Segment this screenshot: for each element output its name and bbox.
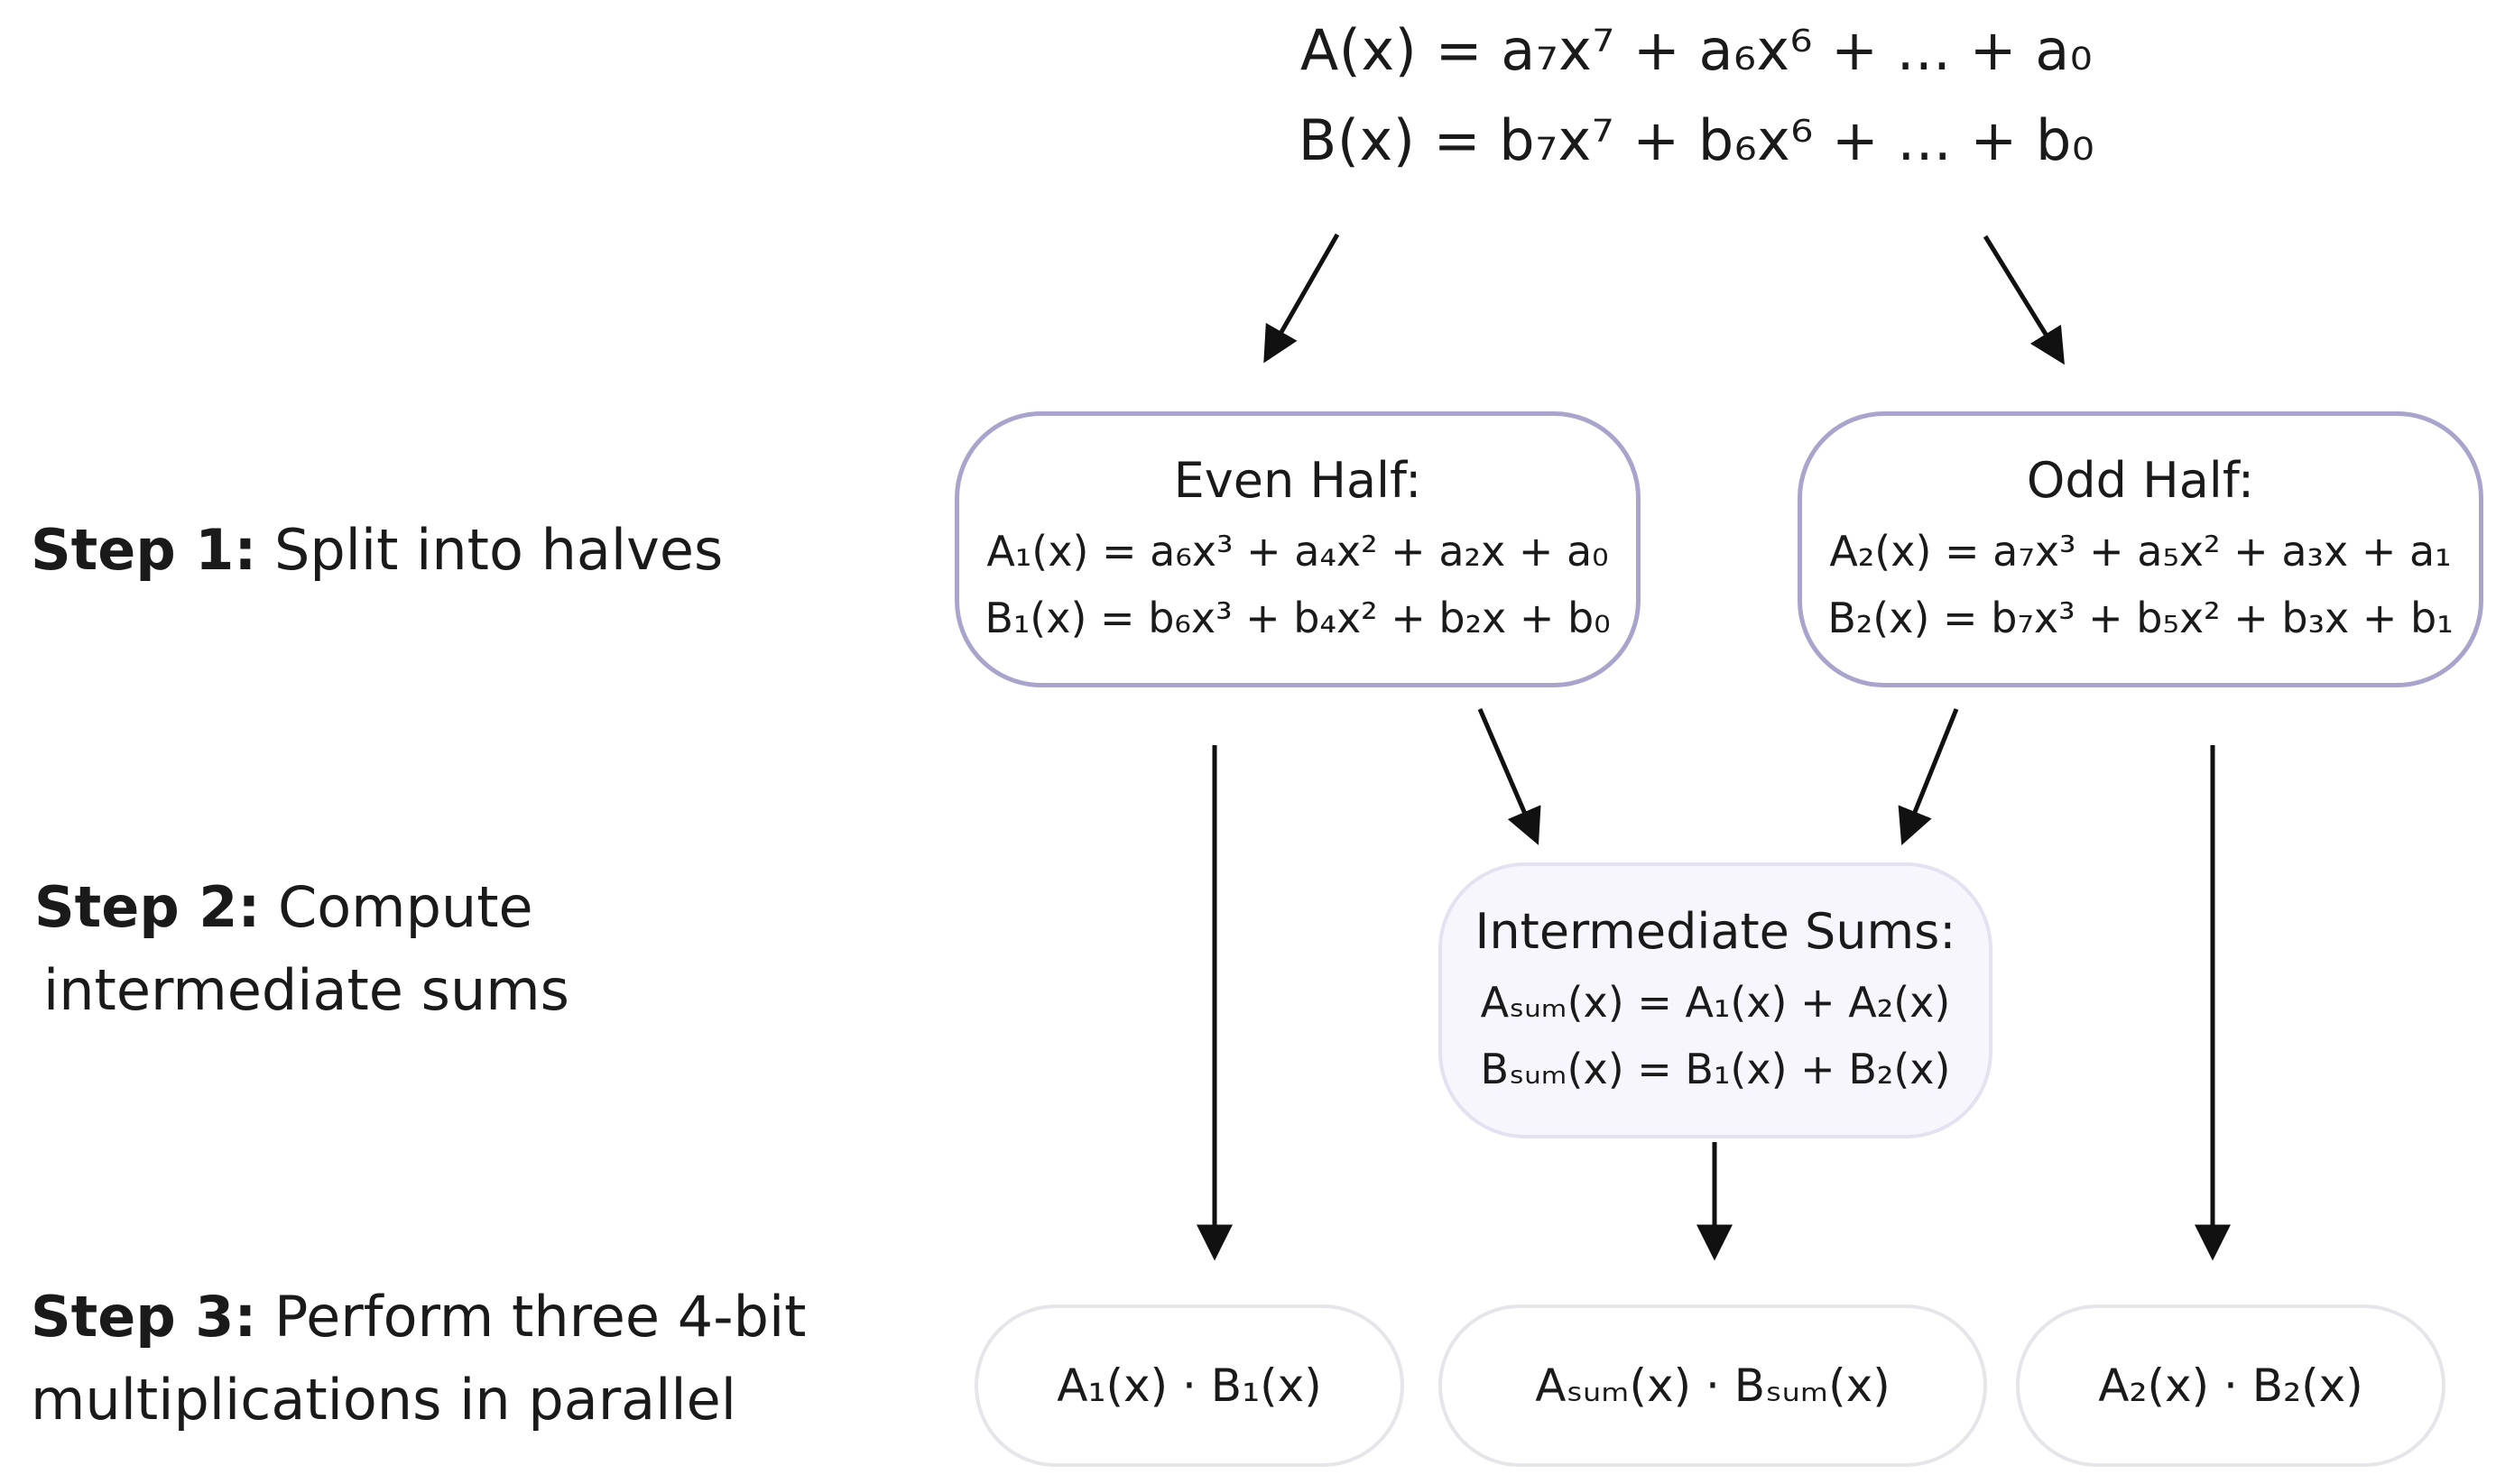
step-3-text-line2: multiplications in parallel	[31, 1367, 736, 1433]
polynomial-b: B(x) = b₇x⁷ + b₆x⁶ + ... + b₀	[1298, 107, 2095, 173]
result-box-right: A₂(x) · B₂(x)	[2016, 1304, 2445, 1467]
step-2-text: Compute	[260, 874, 533, 940]
result-box-left: A₁(x) · B₁(x)	[975, 1304, 1404, 1467]
intermediate-sums-title: Intermediate Sums:	[1474, 903, 1956, 960]
step-3-heading: Step 3:	[31, 1284, 257, 1350]
even-half-a-line: A₁(x) = a₆x³ + a₄x² + a₂x + a₀	[986, 527, 1609, 576]
intermediate-a-sum-line: Aₛᵤₘ(x) = A₁(x) + A₂(x)	[1480, 978, 1951, 1027]
step-3-label: Step 3: Perform three 4-bit multiplicati…	[31, 1276, 933, 1442]
polynomial-a: A(x) = a₇x⁷ + a₆x⁶ + ... + a₀	[1299, 17, 2094, 83]
step-1-text: Split into halves	[256, 517, 724, 583]
even-half-box: Even Half: A₁(x) = a₆x³ + a₄x² + a₂x + a…	[955, 411, 1641, 687]
step-1-label: Step 1: Split into halves	[31, 509, 933, 592]
step-2-label: Step 2: Compute intermediate sums	[34, 866, 937, 1032]
result-right-product: A₂(x) · B₂(x)	[2098, 1360, 2363, 1412]
odd-half-box: Odd Half: A₂(x) = a₇x³ + a₅x² + a₃x + a₁…	[1798, 411, 2483, 687]
arrow-to-even-half	[1263, 233, 1340, 364]
step-2-text-line2: intermediate sums	[43, 957, 569, 1023]
even-half-b-line: B₁(x) = b₆x³ + b₄x² + b₂x + b₀	[985, 594, 1611, 642]
step-3-text: Perform three 4-bit	[256, 1284, 807, 1350]
step-2-heading: Step 2:	[34, 874, 261, 940]
intermediate-sums-box: Intermediate Sums: Aₛᵤₘ(x) = A₁(x) + A₂(…	[1438, 862, 1992, 1138]
result-left-product: A₁(x) · B₁(x)	[1057, 1360, 1322, 1412]
arrow-even-to-intermediate	[1477, 708, 1541, 845]
odd-half-a-line: A₂(x) = a₇x³ + a₅x² + a₃x + a₁	[1829, 527, 2452, 576]
intermediate-b-sum-line: Bₛᵤₘ(x) = B₁(x) + B₂(x)	[1480, 1045, 1951, 1093]
step-1-heading: Step 1:	[31, 517, 257, 583]
arrow-to-odd-half	[1983, 235, 2065, 365]
odd-half-title: Odd Half:	[2026, 452, 2255, 509]
result-middle-product: Aₛᵤₘ(x) · Bₛᵤₘ(x)	[1535, 1360, 1890, 1412]
even-half-title: Even Half:	[1173, 452, 1422, 509]
arrow-odd-to-intermediate	[1898, 708, 1959, 845]
result-box-middle: Aₛᵤₘ(x) · Bₛᵤₘ(x)	[1438, 1304, 1987, 1467]
odd-half-b-line: B₂(x) = b₇x³ + b₅x² + b₃x + b₁	[1827, 594, 2454, 642]
